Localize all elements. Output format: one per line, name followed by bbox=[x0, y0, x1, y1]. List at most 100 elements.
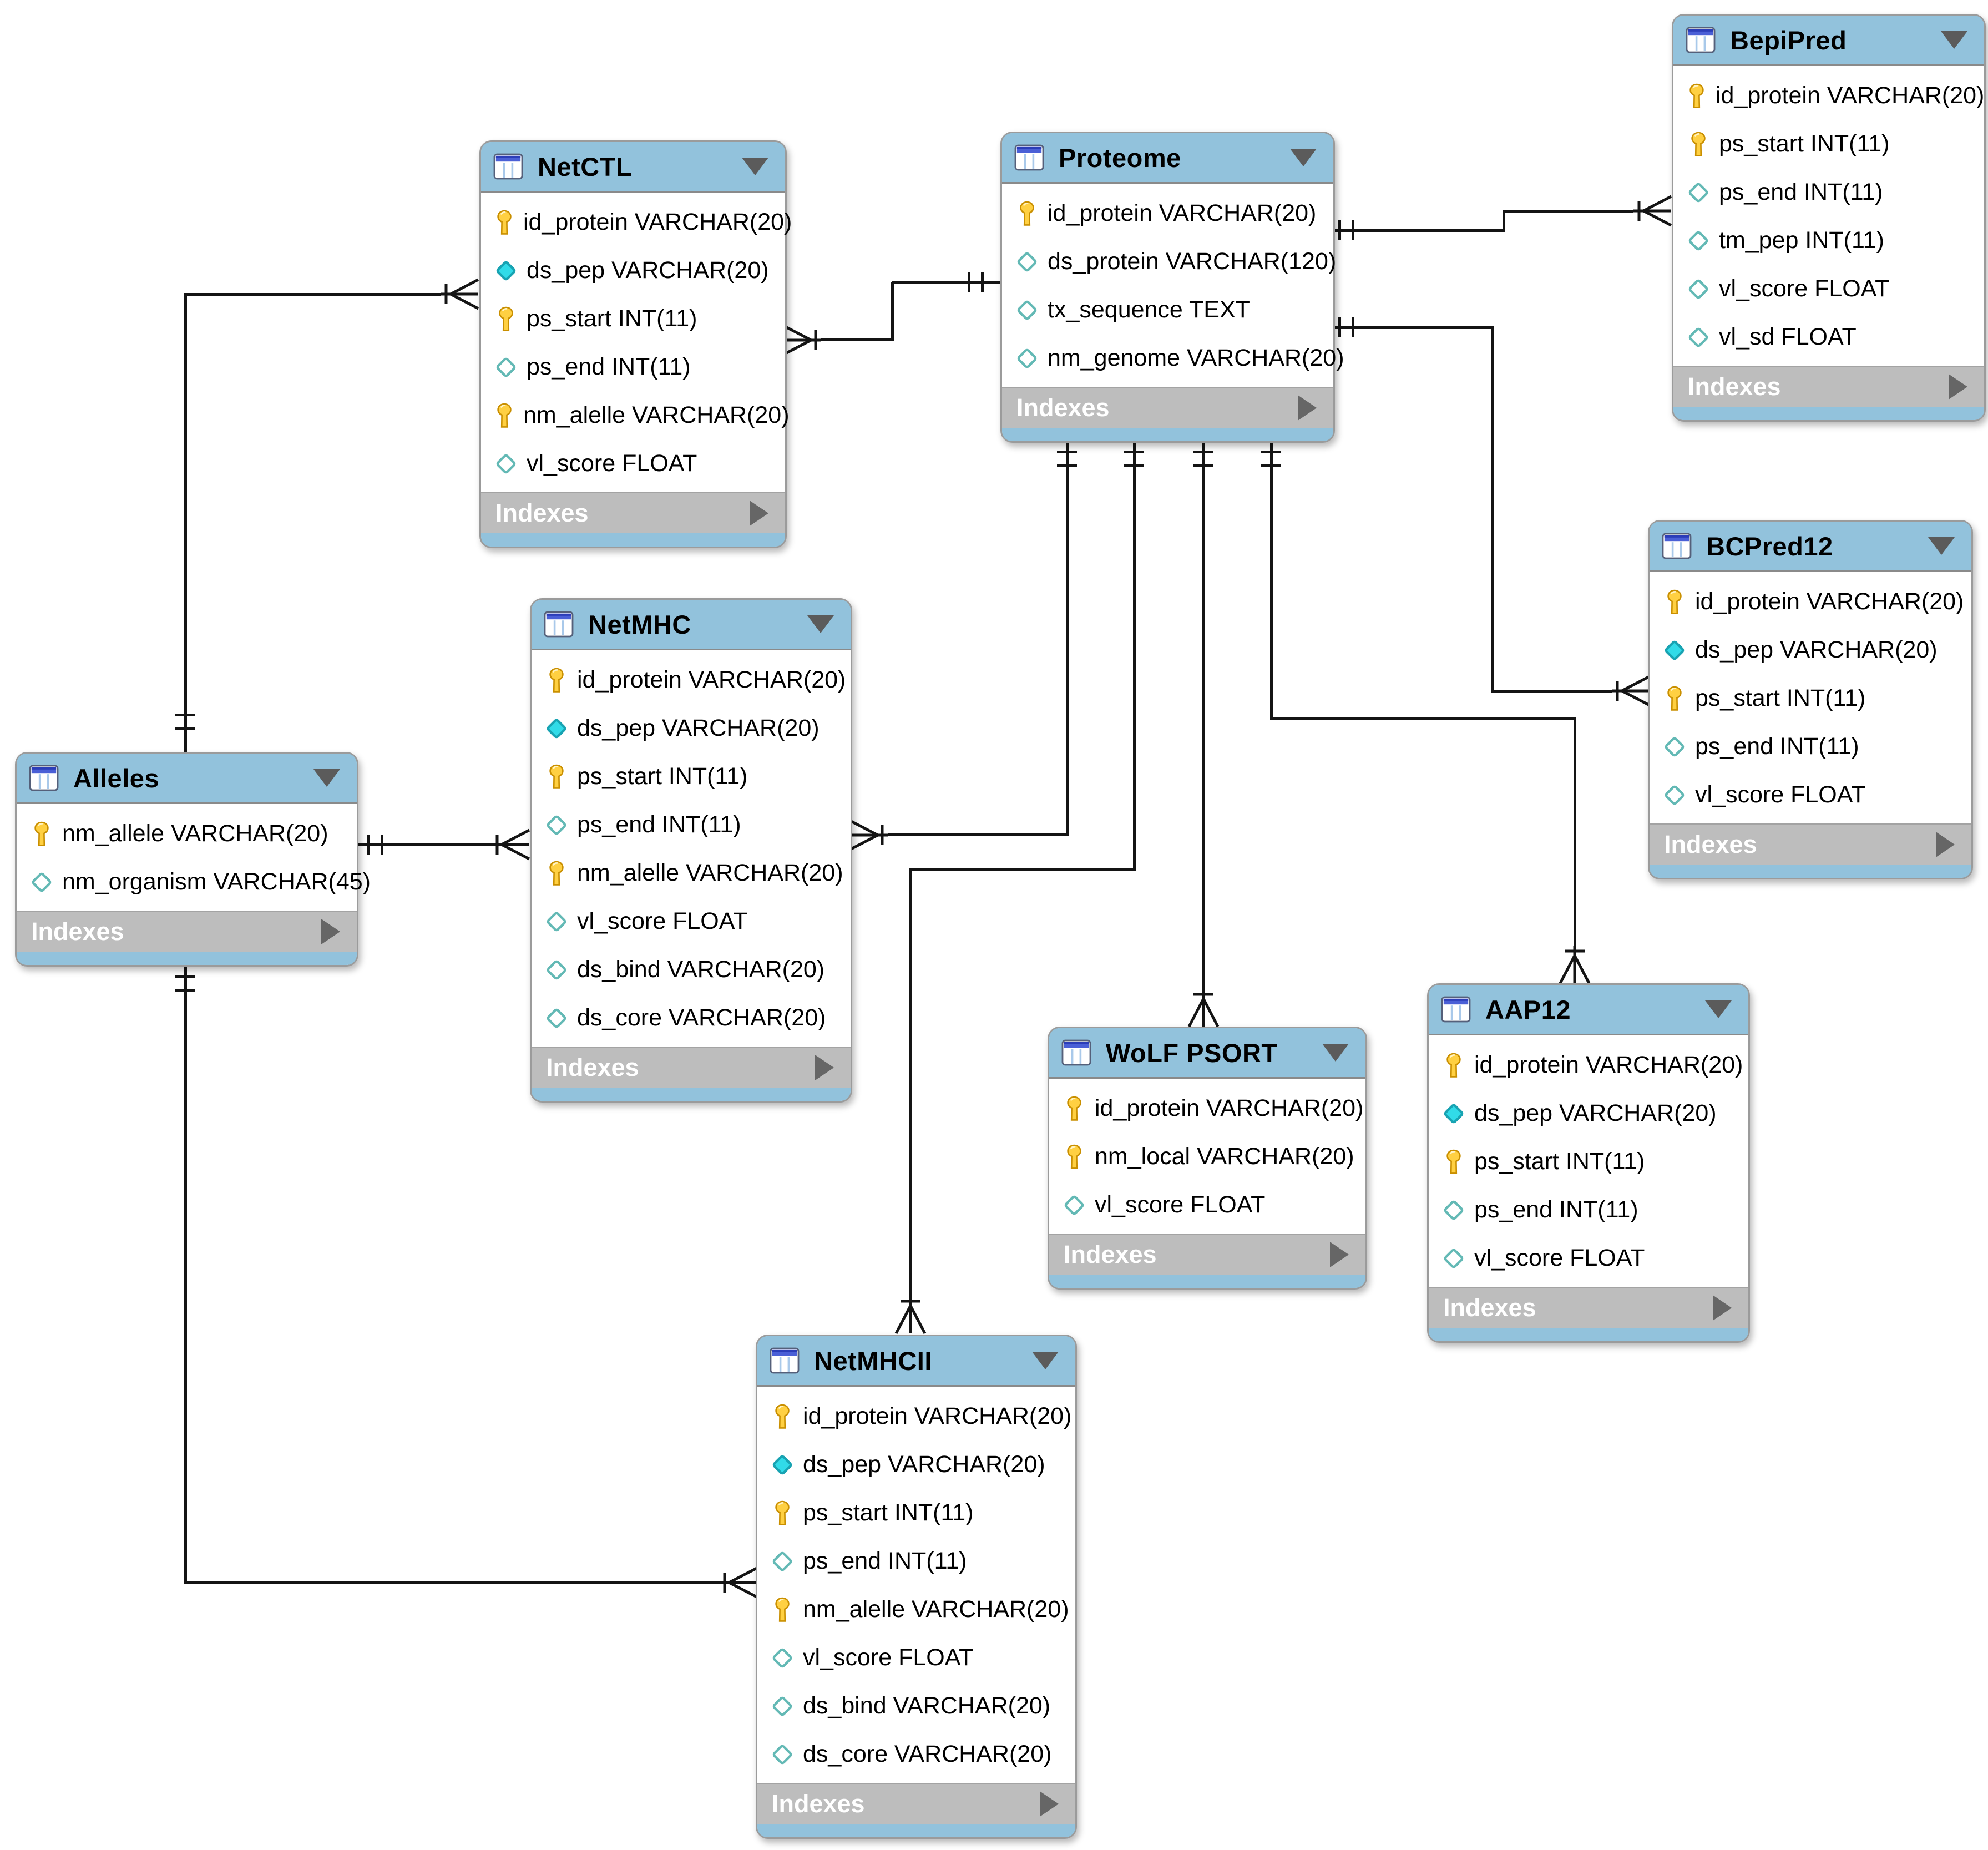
collapse-arrow-icon[interactable] bbox=[1928, 537, 1955, 555]
table-header[interactable]: Alleles bbox=[17, 754, 357, 804]
field-row[interactable]: ps_end INT(11) bbox=[1673, 168, 1984, 216]
field-row[interactable]: ds_pep VARCHAR(20) bbox=[1650, 626, 1971, 674]
field-row[interactable]: nm_organism VARCHAR(45) bbox=[17, 858, 371, 906]
field-row[interactable]: vl_score FLOAT bbox=[1673, 265, 1984, 313]
relationship-line[interactable] bbox=[1332, 229, 1505, 232]
table-bepipred[interactable]: BepiPred id_protein VARCHAR(20)ps_start I… bbox=[1672, 14, 1986, 422]
collapse-arrow-icon[interactable] bbox=[1322, 1044, 1349, 1062]
field-row[interactable]: ds_protein VARCHAR(120) bbox=[1002, 237, 1336, 286]
indexes-bar[interactable]: Indexes bbox=[1002, 387, 1333, 428]
field-row[interactable]: vl_score FLOAT bbox=[1049, 1181, 1365, 1229]
field-row[interactable]: id_protein VARCHAR(20) bbox=[757, 1392, 1075, 1440]
expand-arrow-icon[interactable] bbox=[750, 501, 768, 526]
table-header[interactable]: AAP12 bbox=[1429, 985, 1748, 1035]
field-row[interactable]: tx_sequence TEXT bbox=[1002, 286, 1333, 334]
expand-arrow-icon[interactable] bbox=[1936, 832, 1955, 857]
field-row[interactable]: ds_bind VARCHAR(20) bbox=[532, 946, 851, 994]
relationship-line[interactable] bbox=[1491, 690, 1612, 693]
relationship-line[interactable] bbox=[891, 282, 894, 341]
collapse-arrow-icon[interactable] bbox=[1290, 149, 1317, 166]
field-row[interactable]: ds_core VARCHAR(20) bbox=[532, 994, 851, 1042]
field-row[interactable]: vl_score FLOAT bbox=[1429, 1234, 1748, 1282]
collapse-arrow-icon[interactable] bbox=[1941, 31, 1967, 49]
field-row[interactable]: ps_start INT(11) bbox=[1650, 674, 1971, 722]
field-row[interactable]: id_protein VARCHAR(20) bbox=[481, 198, 792, 246]
field-row[interactable]: ps_start INT(11) bbox=[481, 295, 785, 343]
field-row[interactable]: ds_bind VARCHAR(20) bbox=[757, 1682, 1075, 1730]
table-header[interactable]: BCPred12 bbox=[1650, 522, 1971, 572]
table-header[interactable]: WoLF PSORT bbox=[1049, 1028, 1365, 1079]
relationship-line[interactable] bbox=[1574, 717, 1576, 948]
relationship-line[interactable] bbox=[184, 293, 187, 752]
indexes-bar[interactable]: Indexes bbox=[1673, 366, 1984, 407]
field-row[interactable]: ds_pep VARCHAR(20) bbox=[532, 704, 851, 752]
table-netmhcii[interactable]: NetMHCII id_protein VARCHAR(20)ds_pep VAR… bbox=[756, 1335, 1077, 1839]
indexes-bar[interactable]: Indexes bbox=[1429, 1287, 1748, 1328]
indexes-bar[interactable]: Indexes bbox=[17, 911, 357, 952]
expand-arrow-icon[interactable] bbox=[815, 1055, 834, 1080]
expand-arrow-icon[interactable] bbox=[1330, 1242, 1349, 1267]
field-row[interactable]: nm_local VARCHAR(20) bbox=[1049, 1133, 1365, 1181]
relationship-line[interactable] bbox=[1491, 326, 1494, 693]
field-row[interactable]: ds_pep VARCHAR(20) bbox=[481, 246, 785, 295]
relationship-line[interactable] bbox=[1133, 437, 1136, 871]
relationship-line[interactable] bbox=[184, 961, 187, 1584]
relationship-line[interactable] bbox=[892, 281, 1000, 284]
field-row[interactable]: vl_sd FLOAT bbox=[1673, 313, 1984, 361]
table-header[interactable]: NetMHCII bbox=[757, 1336, 1075, 1387]
field-row[interactable]: ps_end INT(11) bbox=[532, 801, 851, 849]
relationship-line[interactable] bbox=[184, 1581, 719, 1584]
indexes-bar[interactable]: Indexes bbox=[532, 1047, 851, 1088]
table-header[interactable]: Proteome bbox=[1002, 133, 1333, 184]
field-row[interactable]: id_protein VARCHAR(20) bbox=[1429, 1041, 1748, 1089]
collapse-arrow-icon[interactable] bbox=[742, 158, 768, 175]
field-row[interactable]: nm_allele VARCHAR(20) bbox=[17, 810, 357, 858]
field-row[interactable]: vl_score FLOAT bbox=[532, 897, 851, 946]
collapse-arrow-icon[interactable] bbox=[313, 769, 340, 787]
table-header[interactable]: NetCTL bbox=[481, 142, 785, 193]
relationship-line[interactable] bbox=[1503, 210, 1505, 232]
field-row[interactable]: ps_start INT(11) bbox=[1673, 120, 1984, 168]
field-row[interactable]: id_protein VARCHAR(20) bbox=[532, 656, 851, 704]
relationship-line[interactable] bbox=[1202, 437, 1205, 989]
field-row[interactable]: vl_score FLOAT bbox=[757, 1634, 1075, 1682]
table-header[interactable]: BepiPred bbox=[1673, 16, 1984, 66]
field-row[interactable]: ds_pep VARCHAR(20) bbox=[757, 1440, 1075, 1489]
table-netctl[interactable]: NetCTL id_protein VARCHAR(20)ds_pep VARCH… bbox=[479, 140, 792, 548]
table-proteome[interactable]: Proteome id_protein VARCHAR(20)ds_protein… bbox=[1000, 132, 1344, 443]
expand-arrow-icon[interactable] bbox=[1949, 374, 1967, 400]
indexes-bar[interactable]: Indexes bbox=[1049, 1234, 1365, 1275]
field-row[interactable]: vl_score FLOAT bbox=[1650, 771, 1971, 819]
relationship-line[interactable] bbox=[358, 843, 494, 846]
field-row[interactable]: ps_end INT(11) bbox=[1429, 1186, 1748, 1234]
expand-arrow-icon[interactable] bbox=[321, 919, 340, 944]
relationship-line[interactable] bbox=[1503, 210, 1633, 213]
table-header[interactable]: NetMHC bbox=[532, 600, 851, 650]
relationship-line[interactable] bbox=[909, 868, 912, 1298]
indexes-bar[interactable]: Indexes bbox=[1650, 823, 1971, 865]
field-row[interactable]: ps_end INT(11) bbox=[481, 343, 785, 391]
relationship-line[interactable] bbox=[821, 338, 893, 341]
expand-arrow-icon[interactable] bbox=[1040, 1791, 1059, 1817]
indexes-bar[interactable]: Indexes bbox=[757, 1783, 1075, 1824]
expand-arrow-icon[interactable] bbox=[1298, 395, 1317, 421]
field-row[interactable]: ps_end INT(11) bbox=[1650, 722, 1971, 771]
relationship-line[interactable] bbox=[1332, 326, 1494, 329]
field-row[interactable]: ds_core VARCHAR(20) bbox=[757, 1730, 1075, 1778]
table-netmhc[interactable]: NetMHC id_protein VARCHAR(20)ds_pep VARCH… bbox=[530, 598, 852, 1103]
relationship-line[interactable] bbox=[1270, 437, 1273, 720]
field-row[interactable]: tm_pep INT(11) bbox=[1673, 216, 1984, 265]
collapse-arrow-icon[interactable] bbox=[1032, 1352, 1059, 1369]
field-row[interactable]: id_protein VARCHAR(20) bbox=[1673, 72, 1984, 120]
relationship-line[interactable] bbox=[888, 833, 1068, 836]
collapse-arrow-icon[interactable] bbox=[807, 615, 834, 633]
field-row[interactable]: ps_end INT(11) bbox=[757, 1537, 1075, 1585]
relationship-line[interactable] bbox=[1270, 717, 1576, 720]
field-row[interactable]: nm_alelle VARCHAR(20) bbox=[757, 1585, 1075, 1634]
relationship-line[interactable] bbox=[1066, 437, 1069, 836]
field-row[interactable]: id_protein VARCHAR(20) bbox=[1002, 189, 1333, 237]
field-row[interactable]: nm_genome VARCHAR(20) bbox=[1002, 334, 1344, 382]
